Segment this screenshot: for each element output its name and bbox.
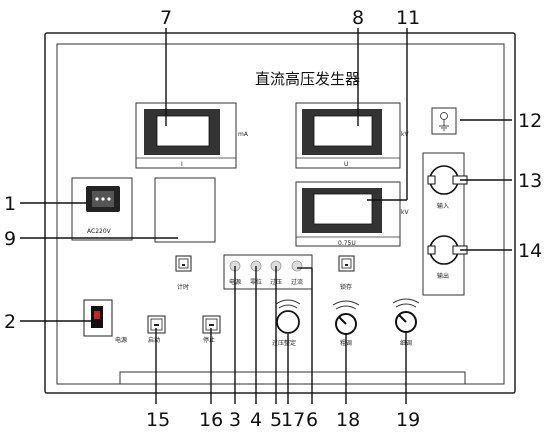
callout-14: 14 bbox=[518, 240, 542, 262]
bottom-rim bbox=[119, 371, 466, 385]
callout-1: 1 bbox=[4, 193, 16, 215]
panel-title: 直流高压发生器 bbox=[255, 70, 360, 88]
power-switch[interactable]: 电源 bbox=[83, 299, 127, 344]
socket-label: AC220V bbox=[87, 228, 112, 235]
start-label: 启动 bbox=[148, 336, 160, 344]
latch-button[interactable]: 锁存 bbox=[338, 255, 355, 291]
kilovolt-meter-075u: kV 0.75U bbox=[295, 181, 409, 247]
inner-panel bbox=[56, 43, 505, 385]
meter-ma-symbol: I bbox=[181, 161, 183, 168]
callout-13: 13 bbox=[518, 170, 542, 192]
stop-label: 停止 bbox=[203, 336, 215, 344]
indicator-panel: 电源 零位 过压 过流 bbox=[223, 254, 313, 290]
meter-kv2-unit: kV bbox=[401, 209, 409, 216]
ground-terminal bbox=[431, 107, 457, 135]
milliamp-meter: mA I bbox=[135, 102, 249, 169]
callout-16: 16 bbox=[199, 409, 223, 431]
callout-4: 4 bbox=[250, 409, 262, 431]
callout-17: 17 bbox=[281, 409, 305, 431]
callout-3: 3 bbox=[229, 409, 241, 431]
output-label: 输出 bbox=[437, 272, 449, 280]
callout-5: 5 bbox=[270, 409, 282, 431]
power-label: 电源 bbox=[115, 336, 127, 344]
indicator-lamp-overcurrent bbox=[291, 260, 303, 272]
meter-kv-symbol: U bbox=[344, 161, 348, 168]
timer-button[interactable]: 计时 bbox=[175, 255, 192, 291]
input-connector[interactable]: 输入 bbox=[427, 165, 468, 210]
kilovolt-meter: kV U bbox=[295, 102, 409, 169]
ac-power-socket[interactable]: AC220V bbox=[71, 177, 133, 241]
overvoltage-set-knob[interactable]: 过压整定 bbox=[272, 299, 301, 347]
callout-7: 7 bbox=[160, 7, 172, 29]
meter-kv-unit: kV bbox=[401, 131, 409, 138]
callout-8: 8 bbox=[352, 7, 364, 29]
callout-2: 2 bbox=[4, 311, 16, 333]
callout-12: 12 bbox=[518, 110, 542, 132]
output-connector[interactable]: 输出 bbox=[427, 235, 468, 280]
overvoltage-set-label: 过压整定 bbox=[272, 339, 296, 347]
outer-casing bbox=[44, 32, 516, 394]
indicator-label: 过流 bbox=[291, 278, 303, 286]
callout-15: 15 bbox=[146, 409, 170, 431]
callout-11: 11 bbox=[396, 7, 420, 29]
meter-kv2-caption: 0.75U bbox=[338, 240, 356, 247]
blank-module bbox=[154, 177, 216, 243]
input-label: 输入 bbox=[437, 202, 449, 210]
latch-label: 锁存 bbox=[340, 283, 352, 291]
callout-19: 19 bbox=[396, 409, 420, 431]
callout-18: 18 bbox=[336, 409, 360, 431]
callout-6: 6 bbox=[306, 409, 318, 431]
callout-9: 9 bbox=[4, 228, 16, 250]
meter-ma-unit: mA bbox=[238, 131, 249, 138]
connector-panel bbox=[422, 152, 465, 296]
timer-label: 计时 bbox=[177, 283, 189, 291]
leader-lines bbox=[20, 28, 512, 404]
